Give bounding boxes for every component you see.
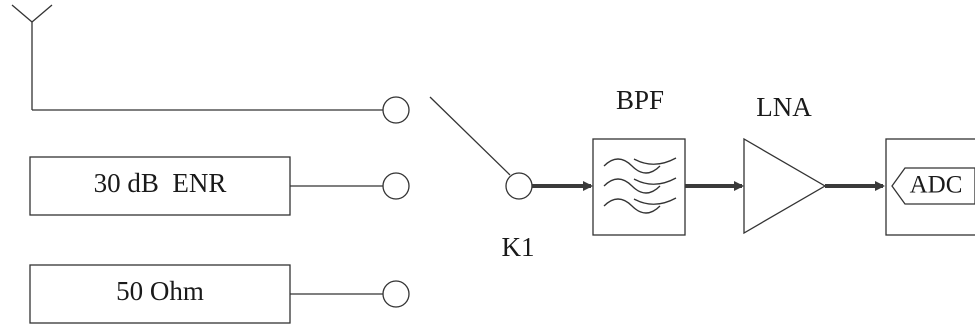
switch-contact-enr <box>382 172 410 200</box>
enr-noise-source-label: 30 dB ENR <box>94 168 227 198</box>
switch-k1-label: K1 <box>502 232 535 262</box>
lna-amplifier-icon <box>743 137 827 235</box>
adc-symbol-icon <box>891 167 975 205</box>
bpf-box <box>592 138 686 236</box>
bpf-filter-icon <box>603 157 677 214</box>
switch-contact-antenna <box>382 96 410 124</box>
antenna-icon <box>11 4 53 110</box>
switch-k1-arm <box>429 96 511 176</box>
bpf-label: BPF <box>616 85 664 115</box>
load-50-ohm-box <box>29 264 291 324</box>
lna-label: LNA <box>756 92 812 122</box>
switch-k1-pivot <box>505 172 533 200</box>
load-50-ohm-label: 50 Ohm <box>116 276 204 306</box>
switch-contact-load <box>382 280 410 308</box>
enr-noise-source-box <box>29 156 291 216</box>
adc-label: ADC <box>910 172 963 199</box>
